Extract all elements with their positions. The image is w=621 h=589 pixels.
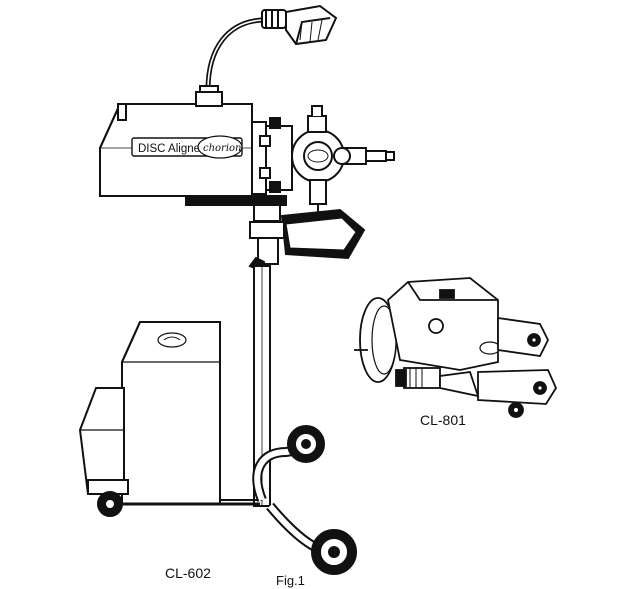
storage-cabinet (121, 321, 221, 505)
wheel-front-upper (287, 425, 325, 463)
cl801-attachment (354, 277, 558, 418)
gooseneck-arm (205, 17, 263, 91)
aligner-housing: DISC Aligner chorion (99, 91, 287, 206)
side-bin (78, 387, 125, 495)
cutting-head-assembly (251, 105, 395, 212)
housing-label-text: DISC Aligner (138, 143, 204, 155)
support-column (248, 204, 285, 507)
work-lamp (199, 4, 338, 103)
housing-brand-logo: chorion (203, 143, 242, 154)
cl602-label: CL-602 (165, 565, 211, 581)
housing-base-plate (185, 195, 287, 206)
lamp-head (285, 4, 338, 46)
chip-tray (280, 208, 366, 260)
wheel-rear (97, 491, 123, 517)
figure-caption: Fig.1 (276, 573, 305, 588)
housing-logo-oval (197, 135, 243, 159)
wheel-front-lower (311, 529, 357, 575)
cart-wheels (97, 425, 357, 575)
cl801-label: CL-801 (420, 412, 466, 428)
cart-base (78, 321, 331, 557)
